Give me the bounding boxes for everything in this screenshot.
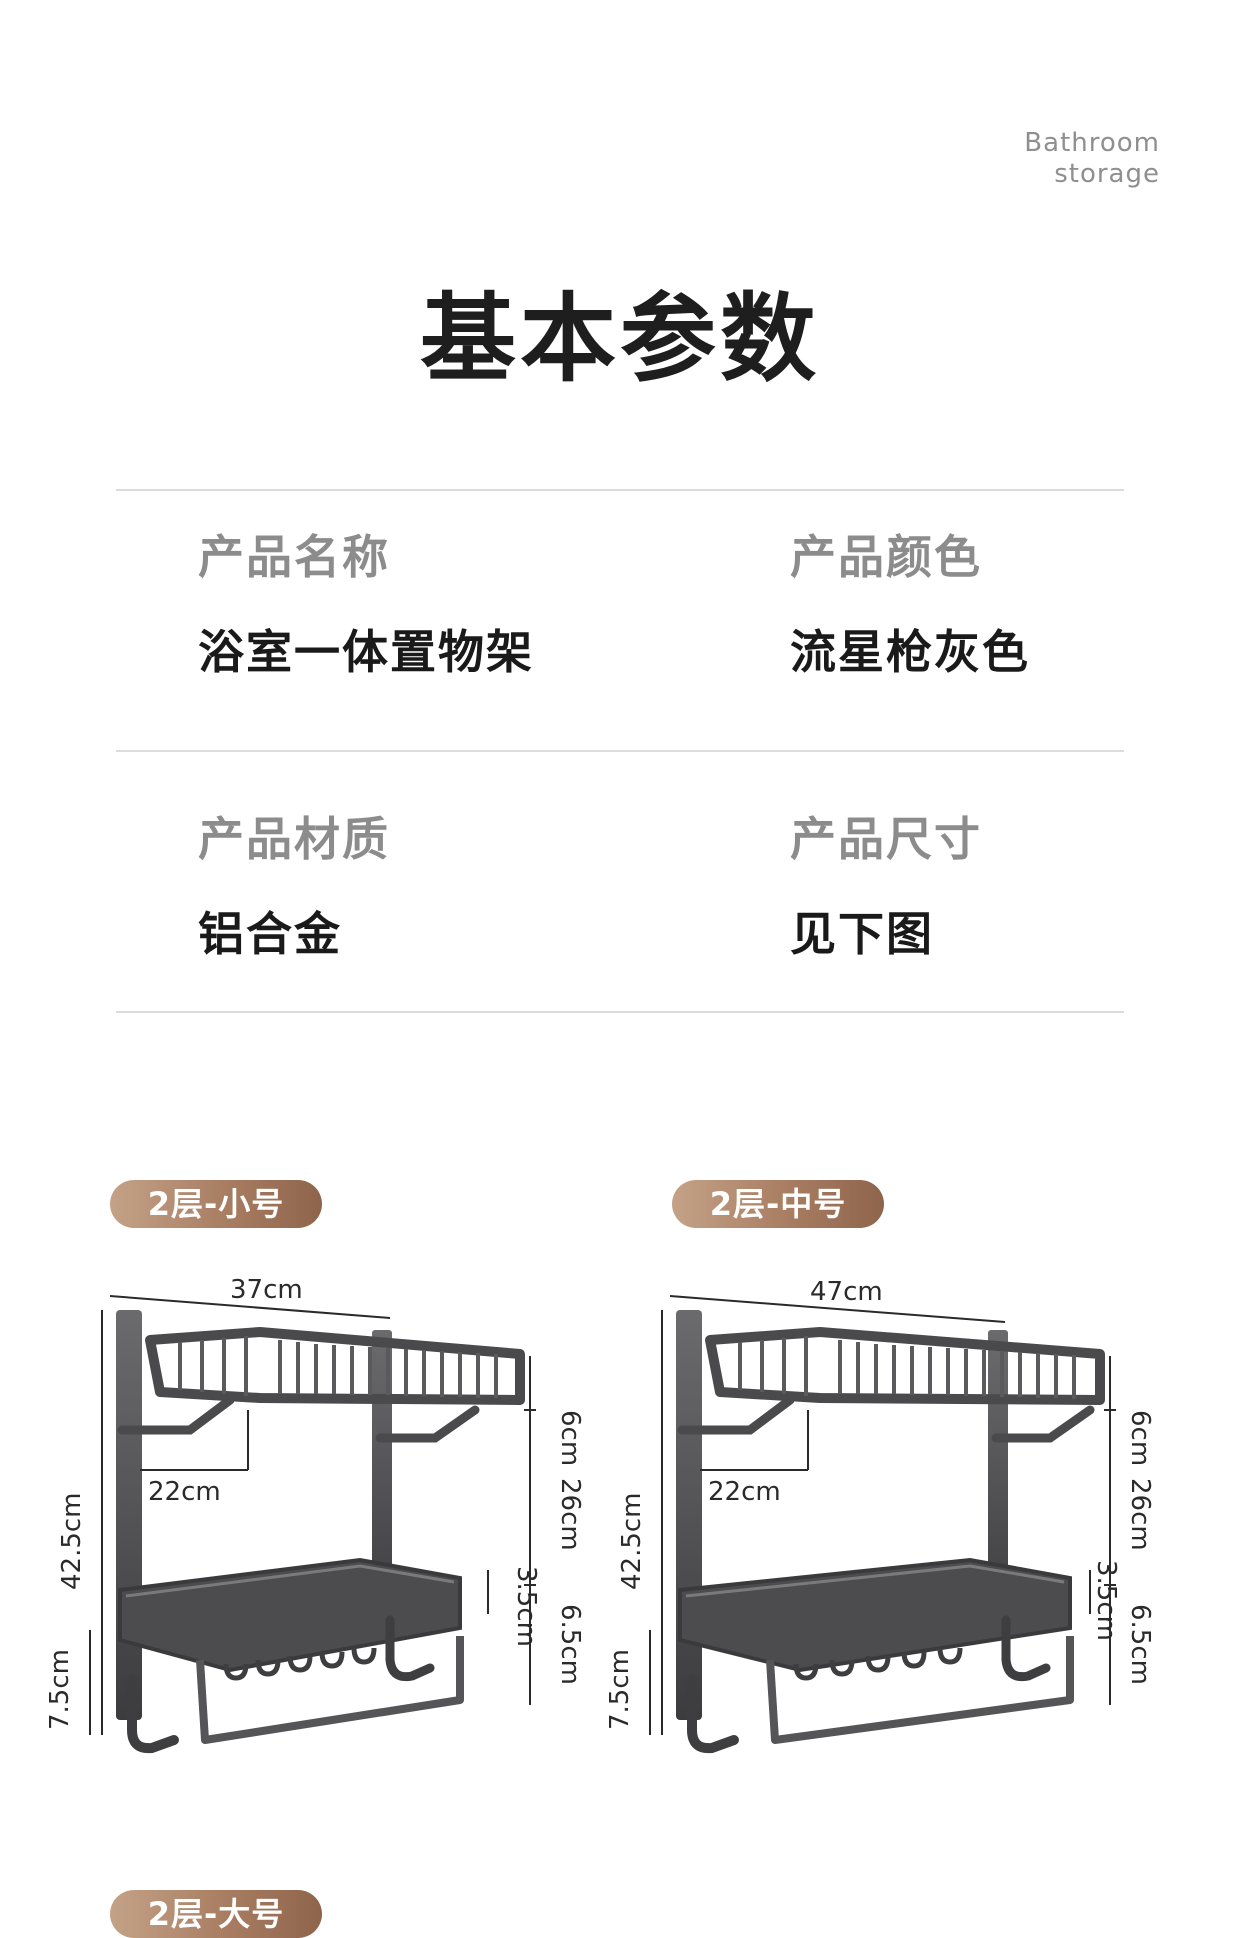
divider-middle	[116, 750, 1124, 752]
variant-tag-large: 2层-大号	[110, 1890, 322, 1938]
dim-width: 37cm	[230, 1275, 303, 1305]
spec-value-size: 见下图	[790, 907, 934, 961]
bottom-tray-edge	[685, 1564, 1065, 1598]
rack-illustration-medium: 47cm 22cm 42.5cm 7.5cm 6cm 26cm 3.5cm 6.…	[605, 1277, 1155, 1754]
dim-height: 42.5cm	[57, 1492, 87, 1590]
page-title: 基本参数	[420, 283, 820, 395]
divider-top	[116, 489, 1124, 491]
left-arm	[677, 1395, 795, 1435]
left-hook	[687, 1675, 739, 1754]
dim-top: 6cm	[555, 1410, 585, 1466]
spec-value-color: 流星枪灰色	[790, 625, 1030, 679]
spec-label-color: 产品颜色	[790, 530, 982, 584]
dimension-lines	[89, 1295, 536, 1735]
right-arm	[375, 1405, 480, 1443]
left-post	[116, 1310, 142, 1720]
left-hook	[127, 1675, 179, 1754]
dim-hook: 7.5cm	[45, 1649, 75, 1730]
small-hooks	[223, 1647, 377, 1681]
right-post	[372, 1330, 392, 1630]
towel-bar	[196, 1636, 464, 1744]
brand-caption: Bathroom storage	[1024, 128, 1160, 190]
brand-line-2: storage	[1054, 159, 1160, 189]
spec-label-material: 产品材质	[198, 812, 390, 866]
variant-tag-small: 2层-小号	[110, 1180, 322, 1228]
dim-lip: 3.5cm	[511, 1566, 541, 1647]
rack-illustration-small: 37cm 22cm 42.5cm 7.5cm 6cm 26cm 3.5cm 6.…	[45, 1275, 585, 1754]
right-arm	[991, 1405, 1095, 1443]
towel-bar	[766, 1636, 1074, 1744]
variant-tag-medium: 2层-中号	[672, 1180, 884, 1228]
small-hooks	[793, 1647, 963, 1681]
top-basket-bars	[178, 1336, 498, 1398]
dim-depth: 22cm	[148, 1477, 221, 1507]
left-post	[676, 1310, 702, 1720]
bottom-tray	[118, 1557, 462, 1673]
dim-width: 47cm	[810, 1277, 883, 1307]
dim-gap: 26cm	[555, 1478, 585, 1551]
dim-top: 6cm	[1125, 1410, 1155, 1466]
divider-bottom	[116, 1011, 1124, 1013]
brand-line-1: Bathroom	[1024, 128, 1160, 158]
top-basket	[705, 1327, 1105, 1405]
left-arm	[117, 1395, 235, 1435]
right-hook	[385, 1615, 435, 1682]
spec-label-size: 产品尺寸	[790, 812, 982, 866]
dim-depth: 22cm	[708, 1477, 781, 1507]
right-post	[988, 1330, 1008, 1630]
bottom-tray-edge	[125, 1564, 455, 1598]
dim-lip: 3.5cm	[1091, 1560, 1121, 1641]
right-hook	[1001, 1615, 1051, 1682]
dimension-lines	[649, 1295, 1116, 1735]
dim-bottom: 6.5cm	[1125, 1604, 1155, 1685]
dim-hook: 7.5cm	[605, 1649, 635, 1730]
spec-value-name: 浴室一体置物架	[198, 625, 534, 679]
top-basket	[145, 1327, 525, 1405]
top-basket-bars	[738, 1336, 1076, 1399]
spec-value-material: 铝合金	[198, 907, 342, 961]
dim-gap: 26cm	[1125, 1478, 1155, 1551]
spec-label-name: 产品名称	[198, 530, 390, 584]
dim-height: 42.5cm	[617, 1492, 647, 1590]
dim-bottom: 6.5cm	[555, 1604, 585, 1685]
